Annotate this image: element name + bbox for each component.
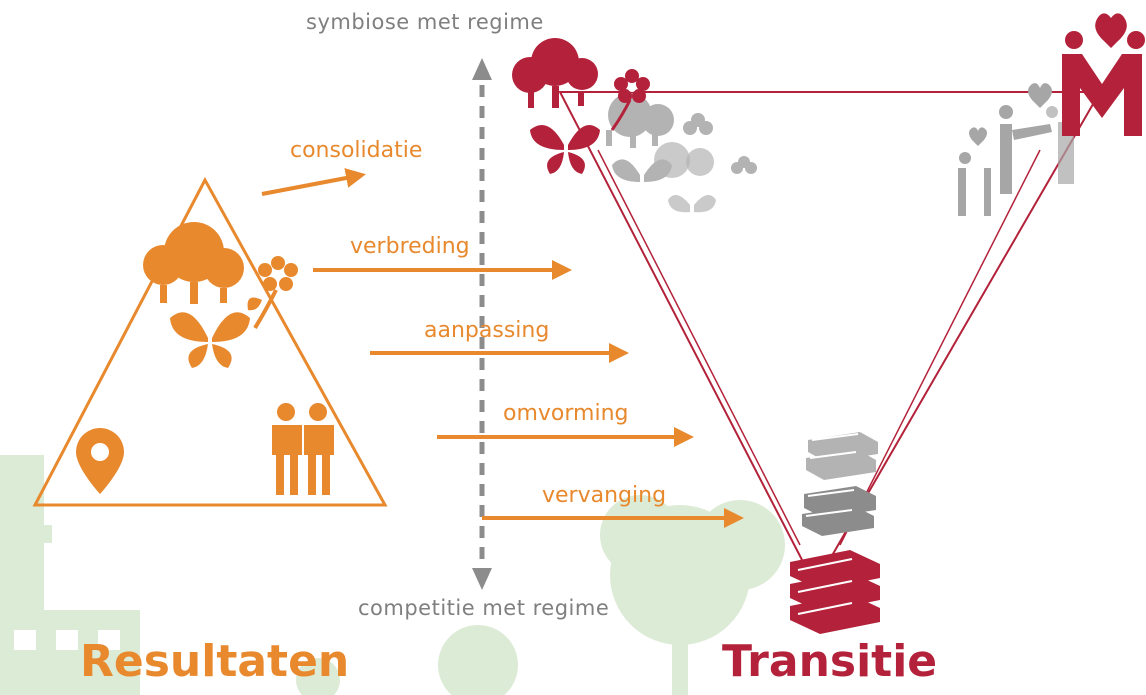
transition-title: Transitie xyxy=(722,636,938,687)
books-icon xyxy=(790,432,880,634)
axis-arrow-down-icon xyxy=(472,568,492,590)
background-scenery xyxy=(0,455,785,695)
flower-red-icon xyxy=(610,69,650,131)
location-pin-icon xyxy=(76,428,124,494)
transition-triangle xyxy=(558,91,1102,588)
axis-bottom-label: competitie met regime xyxy=(358,596,610,620)
strategy-label-omvorming: omvorming xyxy=(503,401,629,426)
strategy-label-verbreding: verbreding xyxy=(350,234,470,259)
butterfly-red-icon xyxy=(530,125,600,174)
transition-inner-line-right xyxy=(839,149,1041,546)
transition-inner-line xyxy=(597,149,801,546)
trees-red-icon xyxy=(512,38,598,108)
people-heart-faded-icon xyxy=(958,83,1074,216)
people-heart-icon xyxy=(1062,13,1145,136)
strategy-label-aanpassing: aanpassing xyxy=(424,318,550,343)
butterfly-icon xyxy=(170,312,250,368)
strategy-label-consolidatie: consolidatie xyxy=(290,138,423,163)
trees-icon xyxy=(143,222,244,304)
arrow-consolidatie xyxy=(261,168,366,196)
people-icon xyxy=(272,403,334,495)
axis-arrow-up-icon xyxy=(472,58,492,80)
faded-nature-icon xyxy=(606,93,757,213)
background-building-windows xyxy=(14,630,120,650)
results-title: Resultaten xyxy=(80,636,350,687)
axis-top-label: symbiose met regime xyxy=(306,10,544,34)
results-triangle xyxy=(32,176,388,507)
strategy-label-vervanging: vervanging xyxy=(542,483,667,508)
flower-icon xyxy=(247,256,298,330)
